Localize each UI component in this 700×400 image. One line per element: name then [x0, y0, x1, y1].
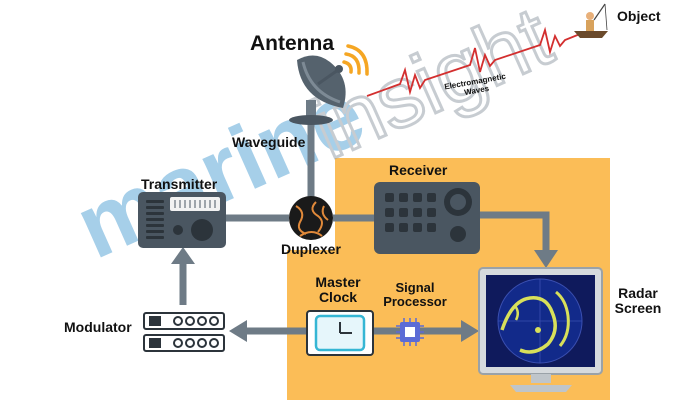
- transmitter-label: Transmitter: [141, 176, 218, 192]
- waveguide-label: Waveguide: [232, 134, 306, 150]
- boat-icon: [574, 3, 608, 38]
- receiver-label: Receiver: [389, 162, 448, 178]
- modulator-label: Modulator: [64, 319, 132, 335]
- receiver-icon: [374, 182, 480, 254]
- radar-screen-icon: [478, 267, 603, 392]
- rx-screen-pipe: [480, 211, 550, 252]
- object-label: Object: [617, 8, 661, 24]
- antenna-icon: [289, 55, 346, 125]
- duplexer-icon: [289, 196, 333, 240]
- signal-processor-chip-icon: [396, 318, 424, 346]
- arrowheads: [171, 247, 558, 342]
- duplexer-label: Duplexer: [281, 241, 341, 257]
- antenna-label: Antenna: [250, 32, 334, 55]
- radar-screen-label: Radar Screen: [614, 285, 662, 317]
- arrow-to-screen: [534, 250, 558, 268]
- master-clock-icon: [306, 310, 374, 356]
- signal-waves-icon: [342, 44, 369, 76]
- transmitter-icon: [138, 192, 226, 248]
- electromagnetic-wave: [366, 26, 586, 97]
- connectors: [179, 108, 550, 335]
- arrow-to-screen-from-sp: [461, 320, 479, 342]
- modulator-icon: [143, 312, 225, 352]
- signal-processor-label: Signal Processor: [383, 280, 447, 310]
- arrow-to-transmitter: [171, 247, 195, 264]
- master-clock-label: Master Clock: [315, 274, 361, 306]
- arrow-to-modulator: [229, 320, 247, 342]
